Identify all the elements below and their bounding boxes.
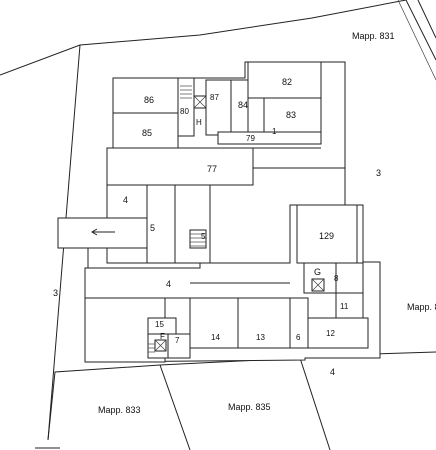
label-room-8: 8 <box>334 274 339 283</box>
label-room-6: 6 <box>296 333 301 342</box>
boundary-bottom-right <box>299 357 331 450</box>
stair-5 <box>189 229 207 249</box>
label-room-12: 12 <box>326 329 335 338</box>
label-room-87: 87 <box>210 93 219 102</box>
label-area-3-right: 3 <box>376 168 381 178</box>
label-mapp-835: Mapp. 835 <box>228 402 271 412</box>
label-room-85: 85 <box>142 128 152 138</box>
label-room-1: 1 <box>272 127 277 136</box>
label-room-11: 11 <box>340 302 349 311</box>
label-mapp-833: Mapp. 833 <box>98 405 141 415</box>
label-room-77: 77 <box>207 164 217 174</box>
room-79 <box>217 131 322 145</box>
room-87 <box>205 79 232 136</box>
label-area-3-left: 3 <box>53 288 58 298</box>
boundary-bottom-middle <box>159 364 191 450</box>
room-129 <box>296 204 358 264</box>
label-room-14: 14 <box>211 333 220 342</box>
road-line-1 <box>405 0 436 61</box>
label-room-7: 7 <box>175 336 180 345</box>
label-room-80: 80 <box>180 107 189 116</box>
room-13 <box>237 297 291 349</box>
label-room-G: G <box>314 267 321 277</box>
label-room-15: 15 <box>155 320 164 329</box>
hall-right <box>174 184 211 264</box>
label-room-5-left: 5 <box>150 223 155 233</box>
property-boundary <box>0 0 407 76</box>
room-77 <box>106 147 254 186</box>
road-line-3 <box>397 0 436 81</box>
label-mapp-831: Mapp. 831 <box>352 31 395 41</box>
elevator-87-cross <box>193 95 207 109</box>
room-11 <box>335 292 364 319</box>
label-mapp-edge: Mapp. 8 <box>407 302 436 312</box>
hall-left <box>146 184 176 264</box>
room-12 <box>307 317 369 349</box>
label-room-129: 129 <box>319 231 334 241</box>
label-room-13: 13 <box>256 333 265 342</box>
label-room-F: F <box>160 332 165 341</box>
arrow-head-icon <box>91 228 98 236</box>
label-room-86: 86 <box>144 95 154 105</box>
label-room-83: 83 <box>286 110 296 120</box>
boundary-bottom-left <box>47 351 436 441</box>
label-area-4-bottom: 4 <box>330 367 335 377</box>
label-room-82: 82 <box>282 77 292 87</box>
label-room-4-top: 4 <box>123 195 128 205</box>
road-line-2 <box>417 0 436 39</box>
label-room-5-stair: 5 <box>201 232 206 241</box>
room-86 <box>112 77 179 114</box>
elevator-F-cross <box>154 339 167 352</box>
label-room-79: 79 <box>246 134 255 143</box>
label-room-4-mid: 4 <box>166 279 171 289</box>
label-room-84: 84 <box>238 100 248 110</box>
room-8 <box>335 262 364 294</box>
label-room-H: H <box>196 118 202 127</box>
elevator-G-cross <box>311 278 325 292</box>
